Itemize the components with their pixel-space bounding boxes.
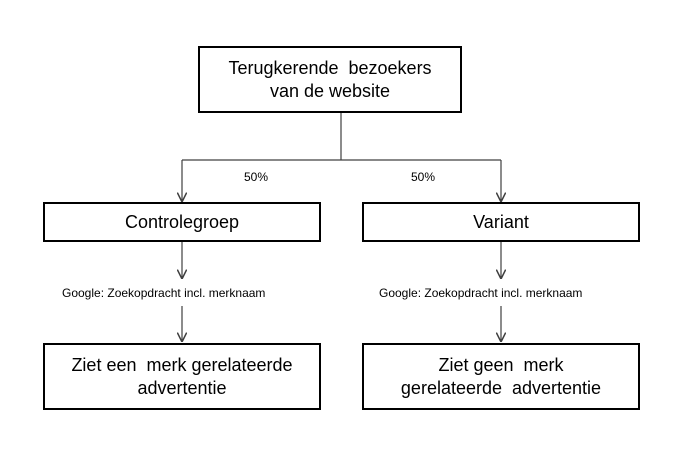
node-right-result-line2: gerelateerde advertentie (400, 377, 602, 398)
node-left-result-line1: Ziet een merk gerelateerde (71, 355, 293, 375)
node-right-result: Ziet geen merk gerelateerde advertentie (362, 343, 640, 410)
node-left-result-line2: advertentie (137, 377, 227, 398)
node-right-result-line1: Ziet geen merk (438, 355, 564, 375)
node-left-result: Ziet een merk gerelateerde advertentie (43, 343, 321, 410)
edge-label-split-right: 50% (411, 170, 436, 184)
node-controlegroep-label: Controlegroep (124, 211, 240, 232)
edge-label-right-query: Google: Zoekopdracht incl. merknaam (379, 286, 583, 300)
node-variant: Variant (362, 202, 640, 242)
node-variant-label: Variant (473, 211, 529, 232)
node-terugkerende-bezoekers: Terugkerende bezoekers van de website (198, 46, 462, 113)
edge-label-split-left: 50% (244, 170, 269, 184)
node-root-line1: Terugkerende bezoekers (228, 58, 432, 78)
node-controlegroep: Controlegroep (43, 202, 321, 242)
edge-label-left-query: Google: Zoekopdracht incl. merknaam (62, 286, 266, 300)
node-root-line2: van de website (269, 80, 391, 101)
